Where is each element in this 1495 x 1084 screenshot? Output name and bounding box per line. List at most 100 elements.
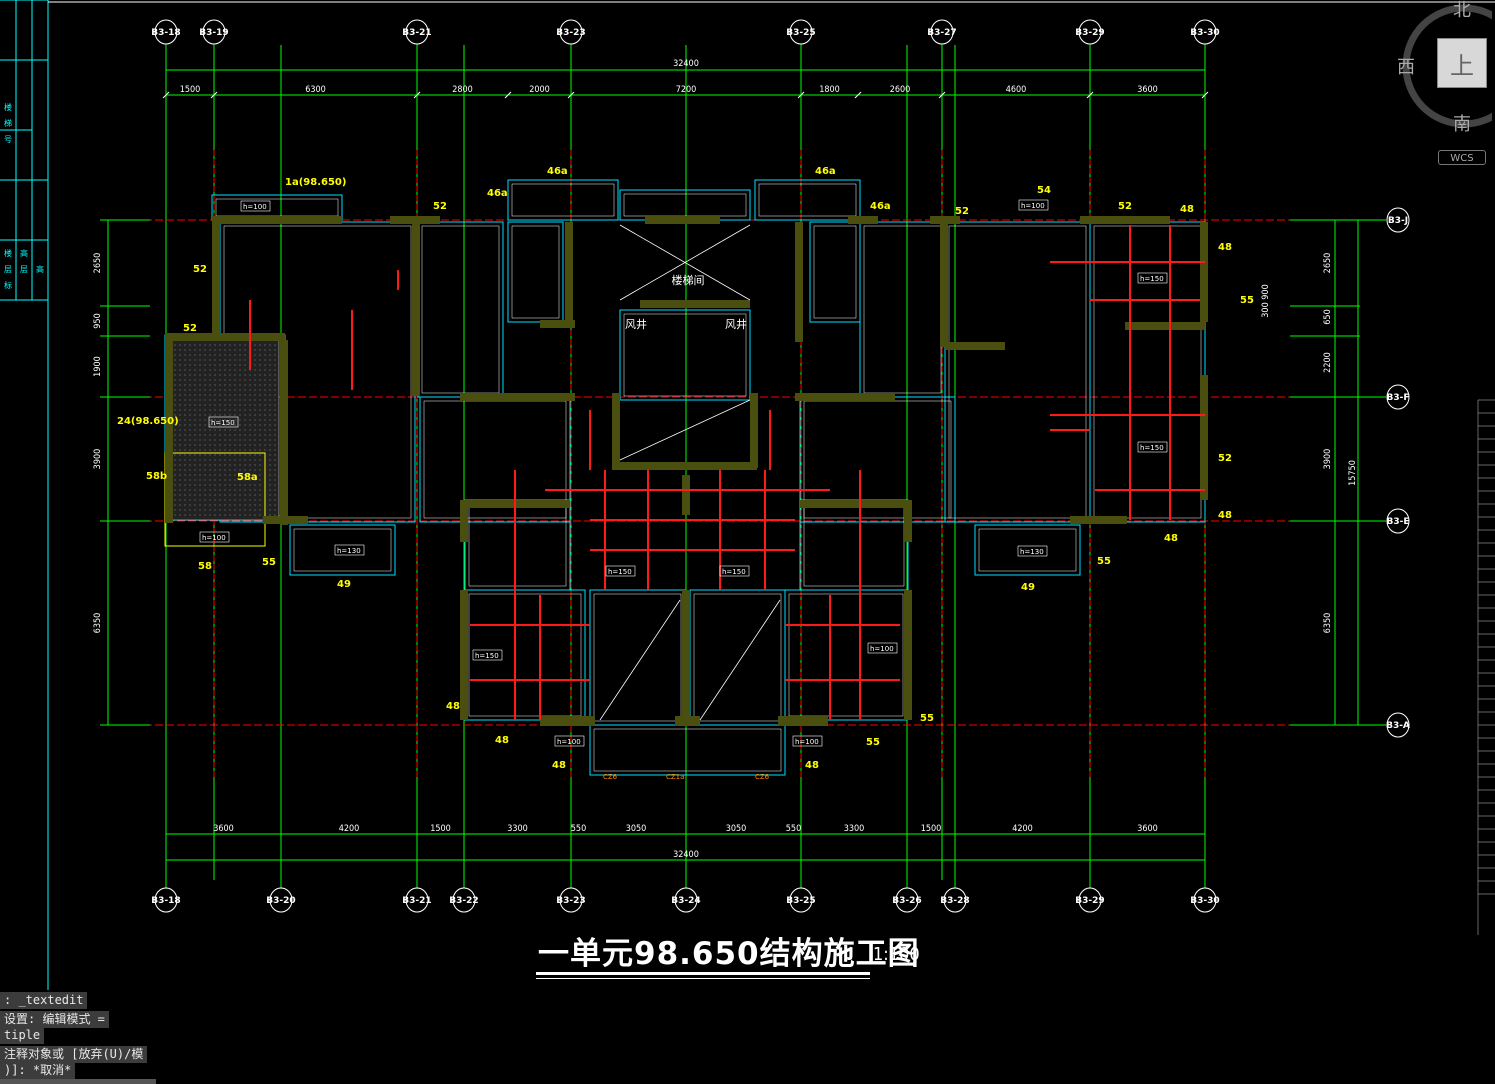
hatch-dot [214, 419, 216, 421]
hatch-dot [209, 364, 211, 366]
hatch-dot [239, 429, 241, 431]
hatch-dot [254, 479, 256, 481]
hatch-dot [204, 399, 206, 401]
hatch-dot [204, 429, 206, 431]
hatch-dot [254, 384, 256, 386]
hatch-dot [219, 359, 221, 361]
hatch-dot [274, 359, 276, 361]
hatch-dot [244, 469, 246, 471]
hatch-dot [239, 474, 241, 476]
viewcube-west[interactable]: 西 [1397, 57, 1415, 78]
wall-inner [948, 225, 1087, 519]
hatch-dot [219, 499, 221, 501]
hatch-dot [254, 379, 256, 381]
viewcube-top-face[interactable]: 上 [1437, 38, 1487, 88]
hatch-dot [264, 384, 266, 386]
hatch-dot [194, 394, 196, 396]
hatch-dot [209, 399, 211, 401]
dim-text-right: 3900 [1323, 449, 1333, 470]
dim-text-left: 3900 [93, 449, 103, 470]
beam [1200, 375, 1208, 500]
hatch-dot [254, 419, 256, 421]
hatch-dot [269, 494, 271, 496]
wcs-menu-button[interactable]: WCS [1438, 150, 1486, 165]
beam-label: 52 [193, 264, 207, 275]
hatch-dot [254, 499, 256, 501]
wall-inner [788, 593, 904, 717]
hatch-dot [249, 469, 251, 471]
hatch-dot [194, 419, 196, 421]
hatch-dot [244, 349, 246, 351]
hatch-dot [229, 404, 231, 406]
hatch-dot [274, 504, 276, 506]
left-layer-palette[interactable] [0, 0, 49, 990]
hatch-dot [184, 424, 186, 426]
hatch-dot [219, 489, 221, 491]
hatch-dot [174, 424, 176, 426]
hatch-dot [229, 424, 231, 426]
hatch-dot [214, 439, 216, 441]
hatch-dot [204, 374, 206, 376]
hatch-dot [204, 389, 206, 391]
viewcube-north[interactable]: 北 [1453, 0, 1471, 21]
hatch-dot [174, 439, 176, 441]
hatch-dot [199, 369, 201, 371]
hatch-dot [199, 414, 201, 416]
hatch-dot [274, 509, 276, 511]
beam-label: 46a [815, 166, 836, 177]
hatch-dot [199, 464, 201, 466]
hatch-dot [239, 414, 241, 416]
hatch-dot [254, 484, 256, 486]
hatch-dot [174, 419, 176, 421]
hatch-dot [234, 464, 236, 466]
hatch-dot [194, 464, 196, 466]
hatch-dot [274, 459, 276, 461]
axis-bubble [930, 19, 954, 45]
beam-label: 48 [805, 760, 819, 771]
hatch-dot [209, 344, 211, 346]
hatch-dot [244, 359, 246, 361]
beam-label: 55 [1240, 295, 1254, 306]
hatch-dot [224, 464, 226, 466]
hatch-dot [259, 514, 261, 516]
hatch-dot [234, 494, 236, 496]
slab-label: h=100 [795, 738, 819, 746]
hatch-dot [204, 344, 206, 346]
hatch-dot [229, 364, 231, 366]
hatch-dot [199, 504, 201, 506]
hatch-dot [224, 429, 226, 431]
hatch-dot [194, 474, 196, 476]
viewcube[interactable] [1402, 0, 1495, 140]
wall-outline [589, 724, 786, 776]
hatch-dot [254, 489, 256, 491]
hatch-dot [189, 439, 191, 441]
dim-text-top: 2600 [890, 85, 911, 95]
slab-label: h=100 [243, 203, 267, 211]
dim-text-bottom: 4200 [339, 824, 360, 834]
hatch-dot [259, 479, 261, 481]
hatch-dot [204, 494, 206, 496]
hatch-dot [179, 474, 181, 476]
hatch-dot [269, 474, 271, 476]
axis-bubble [202, 19, 226, 45]
hatch-dot [264, 354, 266, 356]
hatch-dot [174, 454, 176, 456]
hatch-dot [184, 514, 186, 516]
hatch-dot [274, 349, 276, 351]
hatch-dot [209, 489, 211, 491]
hatch-dot [249, 379, 251, 381]
hatch-dot [214, 389, 216, 391]
hatch-dot [269, 469, 271, 471]
hatch-dot [224, 514, 226, 516]
wall-outline [799, 499, 909, 591]
hatch-dot [244, 374, 246, 376]
hatch-dot [219, 374, 221, 376]
beam [848, 216, 878, 224]
command-input[interactable] [0, 1079, 156, 1084]
axis-bubble-label: B3-24 [671, 896, 700, 906]
wall-inner [468, 503, 567, 587]
hatch-dot [219, 384, 221, 386]
viewcube-south[interactable]: 南 [1453, 114, 1471, 135]
